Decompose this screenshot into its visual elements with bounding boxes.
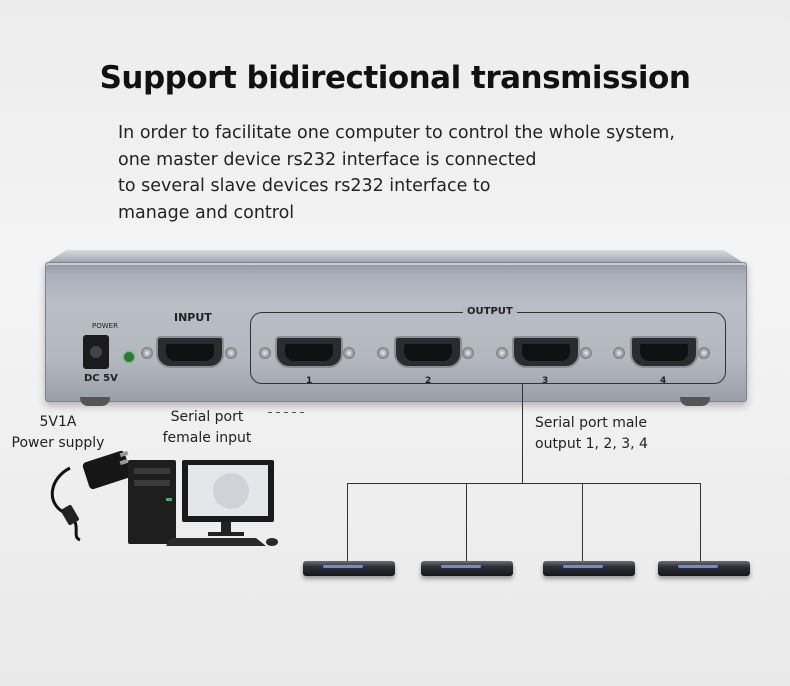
input-db9-female-port [156,336,224,368]
device-foot [80,397,110,406]
rs232-splitter-device [45,262,747,402]
connection-line [582,483,583,563]
output-number-1: 1 [306,376,313,386]
power-adapter-icon [50,450,130,542]
dc-jack [83,335,109,369]
dc-label: DC 5V [84,373,118,384]
device-foot [680,397,710,406]
screw [613,347,625,359]
screw [141,347,153,359]
connection-line [347,483,701,484]
page-title: Support bidirectional transmission [99,60,691,96]
power-label: POWER [92,322,118,330]
input-caption: Serial port female input [155,407,259,449]
computer-icon [128,460,278,546]
screw [496,347,508,359]
dashed-connector [268,412,308,413]
description-line: manage and control [118,202,295,223]
screw [462,347,474,359]
connection-line [466,483,467,563]
screw [343,347,355,359]
output-port-1 [275,336,343,368]
output-port-4 [630,336,698,368]
connection-line [700,483,701,563]
output-number-3: 3 [542,376,549,386]
caption-line: output 1, 2, 3, 4 [535,436,648,452]
description: In order to facilitate one computer to c… [118,120,758,226]
power-caption: 5V1A Power supply [6,412,110,454]
connection-line [522,383,523,483]
output-caption: Serial port male output 1, 2, 3, 4 [535,413,665,455]
power-led [124,352,134,362]
screw [698,347,710,359]
screw [377,347,389,359]
connection-line [347,483,348,563]
screw [225,347,237,359]
input-label: INPUT [174,311,212,324]
description-line: In order to facilitate one computer to c… [118,123,675,143]
description-line: to several slave devices rs232 interface… [118,176,491,196]
caption-line: 5V1A [39,414,77,430]
output-number-2: 2 [425,376,432,386]
slave-device-2 [421,561,513,576]
description-line: one master device rs232 interface is con… [118,149,537,170]
output-number-4: 4 [660,376,667,386]
slave-device-4 [658,561,750,576]
caption-line: Serial port male [535,415,647,431]
caption-line: female input [162,430,252,446]
slave-device-3 [543,561,635,576]
caption-line: Serial port [170,409,244,425]
screw [580,347,592,359]
output-port-3 [512,336,580,368]
device-top-edge [45,250,745,264]
output-port-2 [394,336,462,368]
screw [259,347,271,359]
output-label: OUTPUT [463,306,517,317]
caption-line: Power supply [11,435,105,451]
slave-device-1 [303,561,395,576]
